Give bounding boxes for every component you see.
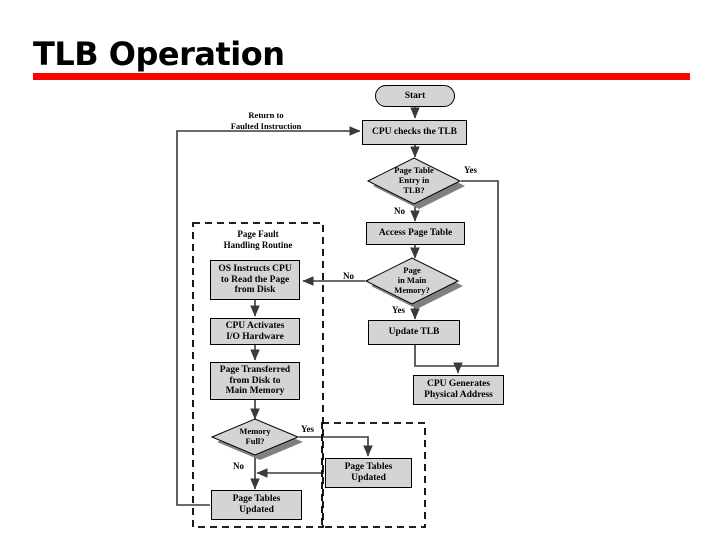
edge-label-memory-full-no: No — [233, 461, 244, 471]
decision-page-in-main-memory — [364, 257, 460, 305]
node-start[interactable]: Start — [375, 85, 459, 111]
page-transferred-line-2: from Disk to — [229, 375, 281, 386]
group-page-tables-update-region — [321, 422, 426, 528]
os-instructs-line-2: to Read the Page — [220, 274, 290, 285]
page-title: TLB Operation — [33, 35, 285, 73]
node-start-label: Start — [404, 90, 426, 101]
node-page-transferred[interactable]: Page Transferred from Disk to Main Memor… — [210, 362, 304, 404]
cpu-activates-line-1: CPU Activates — [225, 320, 285, 331]
node-access-page-table-label: Access Page Table — [378, 228, 453, 239]
cpu-generates-line-1: CPU Generates — [426, 379, 491, 390]
edge-label-main-memory-no: No — [343, 271, 354, 281]
cpu-activates-line-2: I/O Hardware — [226, 331, 284, 342]
page-fault-routine-line-2: Handling Routine — [223, 239, 293, 250]
os-instructs-line-3: from Disk — [234, 285, 276, 296]
page-tables-left-line-1: Page Tables — [232, 494, 281, 505]
page-tables-left-line-2: Updated — [239, 505, 274, 515]
decision-page-table-entry-in-tlb — [366, 157, 462, 205]
node-page-tables-updated-right[interactable]: Page Tables Updated — [325, 458, 416, 492]
node-page-tables-updated-left[interactable]: Page Tables Updated — [211, 490, 306, 524]
decision-memory-full — [210, 418, 300, 456]
node-cpu-checks-tlb-label: CPU checks the TLB — [371, 127, 458, 138]
edge-label-main-memory-yes: Yes — [392, 305, 405, 315]
edge-label-memory-full-yes: Yes — [301, 424, 314, 434]
node-access-page-table[interactable]: Access Page Table — [366, 222, 469, 249]
return-path-line-2: Faulted Instruction — [230, 120, 302, 131]
node-update-tlb[interactable]: Update TLB — [368, 320, 464, 349]
page-fault-routine-line-1: Page Fault — [237, 229, 279, 239]
node-update-tlb-label: Update TLB — [388, 327, 440, 338]
edge-label-tlb-yes: Yes — [464, 165, 477, 175]
edge-update-tlb-to-cpu-generates — [414, 345, 463, 374]
os-instructs-line-1: OS Instructs CPU — [218, 264, 292, 275]
edge-return-to-faulted-instruction — [176, 126, 361, 506]
page-transferred-line-3: Main Memory — [225, 386, 285, 397]
node-cpu-activates-io[interactable]: CPU Activates I/O Hardware — [210, 318, 304, 349]
node-cpu-checks-tlb[interactable]: CPU checks the TLB — [362, 120, 471, 149]
group-page-fault-handling-routine — [192, 222, 324, 528]
edge-tlb-yes-to-physical-address — [459, 180, 499, 367]
cpu-generates-line-2: Physical Address — [424, 390, 493, 400]
page-tables-right-line-1: Page Tables — [344, 462, 393, 473]
return-path-line-1: Return to — [248, 110, 284, 120]
edge-memory-full-yes-to-page-tables-right — [299, 436, 373, 457]
title-divider — [33, 73, 690, 80]
edge-label-tlb-no: No — [394, 206, 405, 216]
page-transferred-line-1: Page Transferred — [219, 365, 291, 376]
page-tables-right-line-2: Updated — [351, 473, 386, 483]
node-cpu-generates-physical-address[interactable]: CPU Generates Physical Address — [413, 375, 508, 409]
group-label-page-fault-handling-routine: Page Fault Handling Routine — [198, 229, 318, 251]
return-path-label: Return to Faulted Instruction — [196, 110, 336, 131]
node-os-instructs-cpu[interactable]: OS Instructs CPU to Read the Page from D… — [210, 260, 304, 304]
